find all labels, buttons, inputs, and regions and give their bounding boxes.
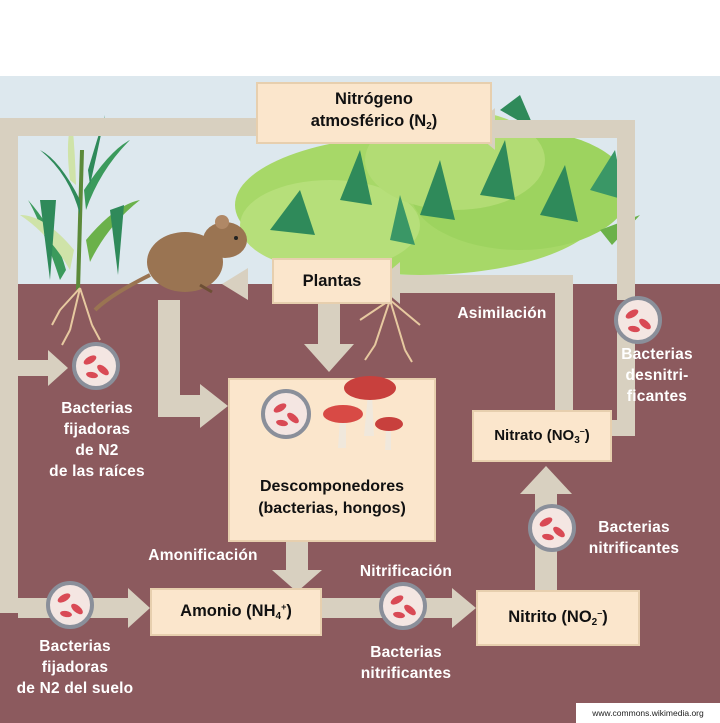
nitrato-text: Nitrato (NO — [494, 427, 575, 444]
amonio-superscript: + — [281, 602, 287, 612]
amonio-close: ) — [286, 602, 292, 620]
desnitrificantes-line3: ficantes — [626, 388, 688, 405]
desnitrificantes-line1: Bacterias — [621, 346, 693, 363]
fijadoras-raices-line3: de N2 — [75, 442, 119, 459]
nitrito-superscript: – — [597, 608, 603, 618]
nitrificantes-bottom-line1: Bacterias — [370, 644, 442, 661]
n2-text: atmosférico (N — [310, 112, 427, 130]
amonio-text: Amonio (NH — [180, 602, 276, 620]
label-amonificacion: Amonificación — [148, 547, 258, 564]
decomposer-bacteria-icon — [261, 389, 311, 439]
node-descomponedores: Descomponedores (bacterias, hongos) — [228, 376, 436, 542]
node-nitrato-label: Nitrato (NO3–) — [494, 426, 590, 446]
nitrificantes-right-line2: nitrificantes — [588, 540, 680, 557]
label-nitrificacion: Nitrificación — [359, 563, 453, 580]
bacteria-icon-nitrifying-right — [528, 504, 576, 552]
nitrificantes-bottom-line2: nitrificantes — [360, 665, 452, 682]
node-plantas: Plantas — [272, 258, 392, 304]
node-descomponedores-line1: Descomponedores — [259, 478, 405, 495]
nitrito-subscript: 2 — [591, 617, 598, 628]
bush-illustration — [235, 95, 640, 275]
node-nitrogeno-atmosferico: Nitrógeno atmosférico (N2) — [256, 82, 492, 144]
node-nitrito: Nitrito (NO2–) — [476, 590, 640, 646]
node-n2-line1: Nitrógeno — [335, 90, 413, 108]
fijadoras-raices-line1: Bacterias — [61, 400, 133, 417]
fijadoras-suelo-line1: Bacterias — [39, 638, 111, 655]
bacteria-icon-soil — [46, 581, 94, 629]
bush-roots — [359, 299, 421, 363]
nitrato-close: ) — [584, 427, 590, 444]
left-plant-illustration — [20, 115, 140, 291]
fijadoras-suelo-line3: de N2 del suelo — [16, 680, 134, 697]
node-descomponedores-line2: (bacterias, hongos) — [258, 500, 406, 517]
n2-subscript: 2 — [426, 121, 432, 132]
nitrato-superscript: – — [579, 426, 585, 436]
node-nitrito-label: Nitrito (NO2–) — [508, 602, 607, 634]
node-n2-line2: atmosférico (N2) — [311, 110, 438, 138]
mushroom-icon — [261, 376, 403, 450]
nitrito-text: Nitrito (NO — [508, 608, 592, 626]
amonio-subscript: 4 — [275, 611, 282, 622]
flow-arrows — [0, 108, 635, 628]
label-bacterias-nitrificantes-right: Bacterias nitrificantes — [574, 517, 694, 559]
nitrificantes-right-line1: Bacterias — [598, 519, 670, 536]
n2-close: ) — [431, 112, 438, 130]
label-bacterias-fijadoras-suelo: Bacterias fijadoras de N2 del suelo — [0, 636, 150, 699]
bacteria-icon-denitrifying — [614, 296, 662, 344]
source-credit: www.commons.wikimedia.org — [576, 703, 720, 723]
node-amonio-label: Amonio (NH4+) — [180, 596, 292, 628]
label-asimilacion: Asimilación — [457, 305, 547, 322]
label-bacterias-desnitrificantes: Bacterias desnitri- ficantes — [604, 344, 710, 407]
fijadoras-raices-line4: de las raíces — [49, 463, 145, 480]
node-plantas-label: Plantas — [302, 272, 362, 290]
left-plant-roots — [51, 287, 101, 346]
desnitrificantes-line2: desnitri- — [625, 367, 689, 384]
node-nitrato: Nitrato (NO3–) — [472, 410, 612, 462]
node-amonio: Amonio (NH4+) — [150, 588, 322, 636]
fijadoras-suelo-line2: fijadoras — [41, 659, 109, 676]
bacteria-icon-roots — [72, 342, 120, 390]
label-bacterias-nitrificantes-bottom: Bacterias nitrificantes — [346, 642, 466, 684]
nitrato-subscript: 3 — [574, 435, 580, 446]
mouse-illustration — [93, 215, 247, 312]
label-bacterias-fijadoras-raices: Bacterias fijadoras de N2 de las raíces — [22, 398, 172, 482]
fijadoras-raices-line2: fijadoras — [63, 421, 131, 438]
nitrito-close: ) — [602, 608, 608, 626]
bacteria-icon-nitrifying-bottom — [379, 582, 427, 630]
